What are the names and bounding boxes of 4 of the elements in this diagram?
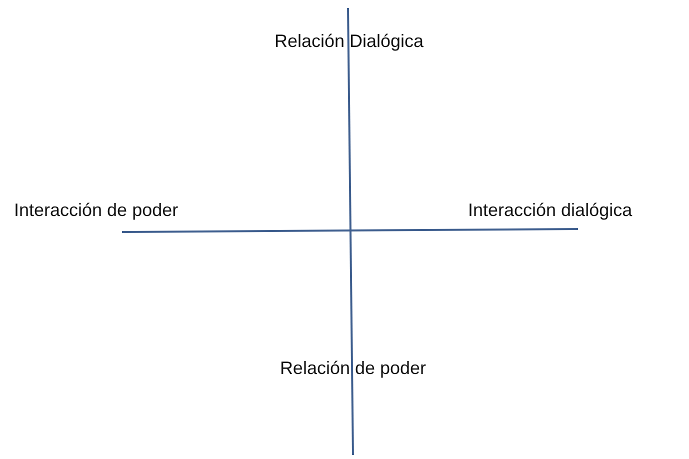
axis-label: Interacción dialógica: [468, 199, 632, 221]
axis-label: Relación Dialógica: [274, 30, 424, 52]
axis-label: Interacción de poder: [14, 199, 178, 221]
axis-label: Relación de poder: [280, 357, 426, 379]
